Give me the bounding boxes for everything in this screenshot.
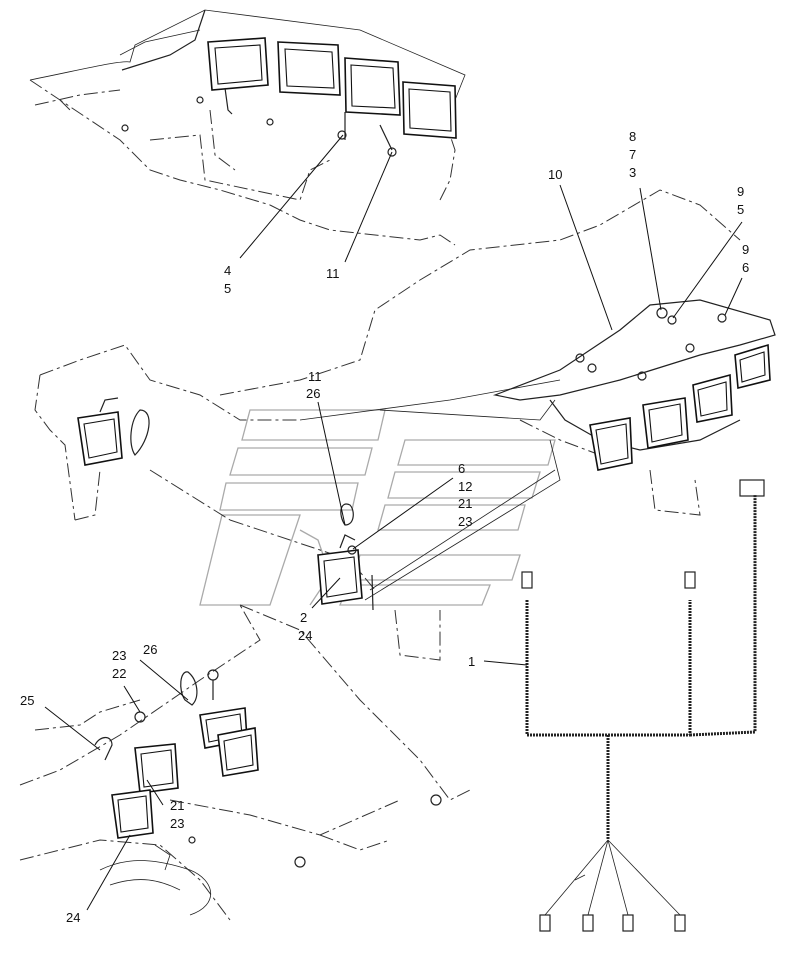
callout-11: 11 <box>308 369 322 384</box>
top-lamp-2 <box>277 41 341 96</box>
callout-22: 22 <box>112 666 126 681</box>
callout-21: 21 <box>170 798 184 813</box>
callout-10: 10 <box>548 167 562 182</box>
bottom-lamp-4 <box>217 727 259 777</box>
mid-lamp-3 <box>692 373 733 423</box>
bottom-lamp-1 <box>134 743 179 794</box>
center-side-lamp <box>317 503 374 611</box>
callout-5: 5 <box>224 281 231 296</box>
callout-1: 1 <box>468 654 475 669</box>
callout-3: 3 <box>629 165 636 180</box>
callout-5: 5 <box>737 202 744 217</box>
top-lamp-4 <box>402 81 457 139</box>
callout-23: 23 <box>112 648 126 663</box>
callout-8: 8 <box>629 129 636 144</box>
bottom-lamp-2 <box>111 789 154 839</box>
mid-lamp-2 <box>642 397 689 449</box>
callout-2: 2 <box>300 610 307 625</box>
callout-21: 21 <box>458 496 472 511</box>
callout-23: 23 <box>458 514 472 529</box>
callout-7: 7 <box>629 147 636 162</box>
callout-6: 6 <box>458 461 465 476</box>
callout-24: 24 <box>66 910 80 925</box>
callout-24: 24 <box>298 628 312 643</box>
callout-25: 25 <box>20 693 34 708</box>
bottom-left-assembly <box>19 604 471 921</box>
middle-cab-assembly <box>34 189 776 661</box>
callout-11: 11 <box>326 266 340 281</box>
leader-lines <box>44 134 743 911</box>
callout-12: 12 <box>458 479 472 494</box>
watermark-logo <box>199 409 556 606</box>
left-side-lamp <box>77 397 150 466</box>
top-roof-assembly <box>29 9 466 246</box>
top-lamp-3 <box>344 57 401 116</box>
callout-4: 4 <box>224 263 231 278</box>
mid-lamp-4 <box>734 343 771 390</box>
callout-26: 26 <box>306 386 320 401</box>
callout-23: 23 <box>170 816 184 831</box>
top-lamp-1 <box>207 37 269 91</box>
callout-9: 9 <box>737 184 744 199</box>
wire-harness <box>521 479 765 932</box>
mid-lamp-1 <box>589 417 633 471</box>
callout-9: 9 <box>742 242 749 257</box>
callout-labels: 4 5 11 8 7 3 10 9 5 9 6 11 26 6 12 21 23… <box>20 129 749 925</box>
callout-26: 26 <box>143 642 157 657</box>
callout-6: 6 <box>742 260 749 275</box>
